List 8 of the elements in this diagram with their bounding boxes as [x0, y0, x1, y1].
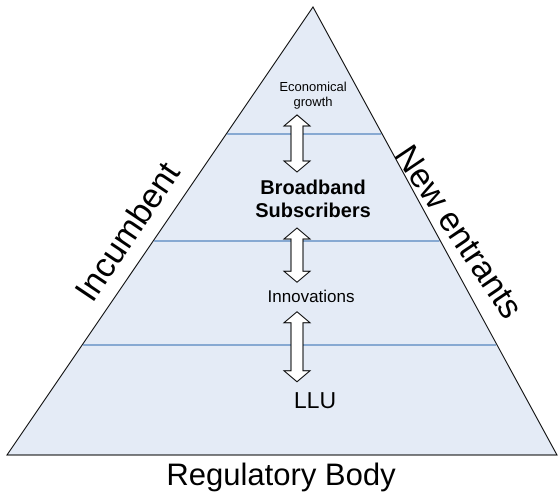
layer-label: Economical growth	[275, 80, 351, 110]
layer-label: Broadband Subscribers	[233, 177, 393, 223]
double-arrow	[282, 227, 312, 283]
layer-label: Innovations	[241, 287, 381, 307]
double-arrow	[282, 114, 312, 173]
layer-label: LLU	[265, 386, 365, 414]
base-label: Regulatory Body	[166, 457, 396, 493]
double-arrow	[282, 311, 312, 382]
